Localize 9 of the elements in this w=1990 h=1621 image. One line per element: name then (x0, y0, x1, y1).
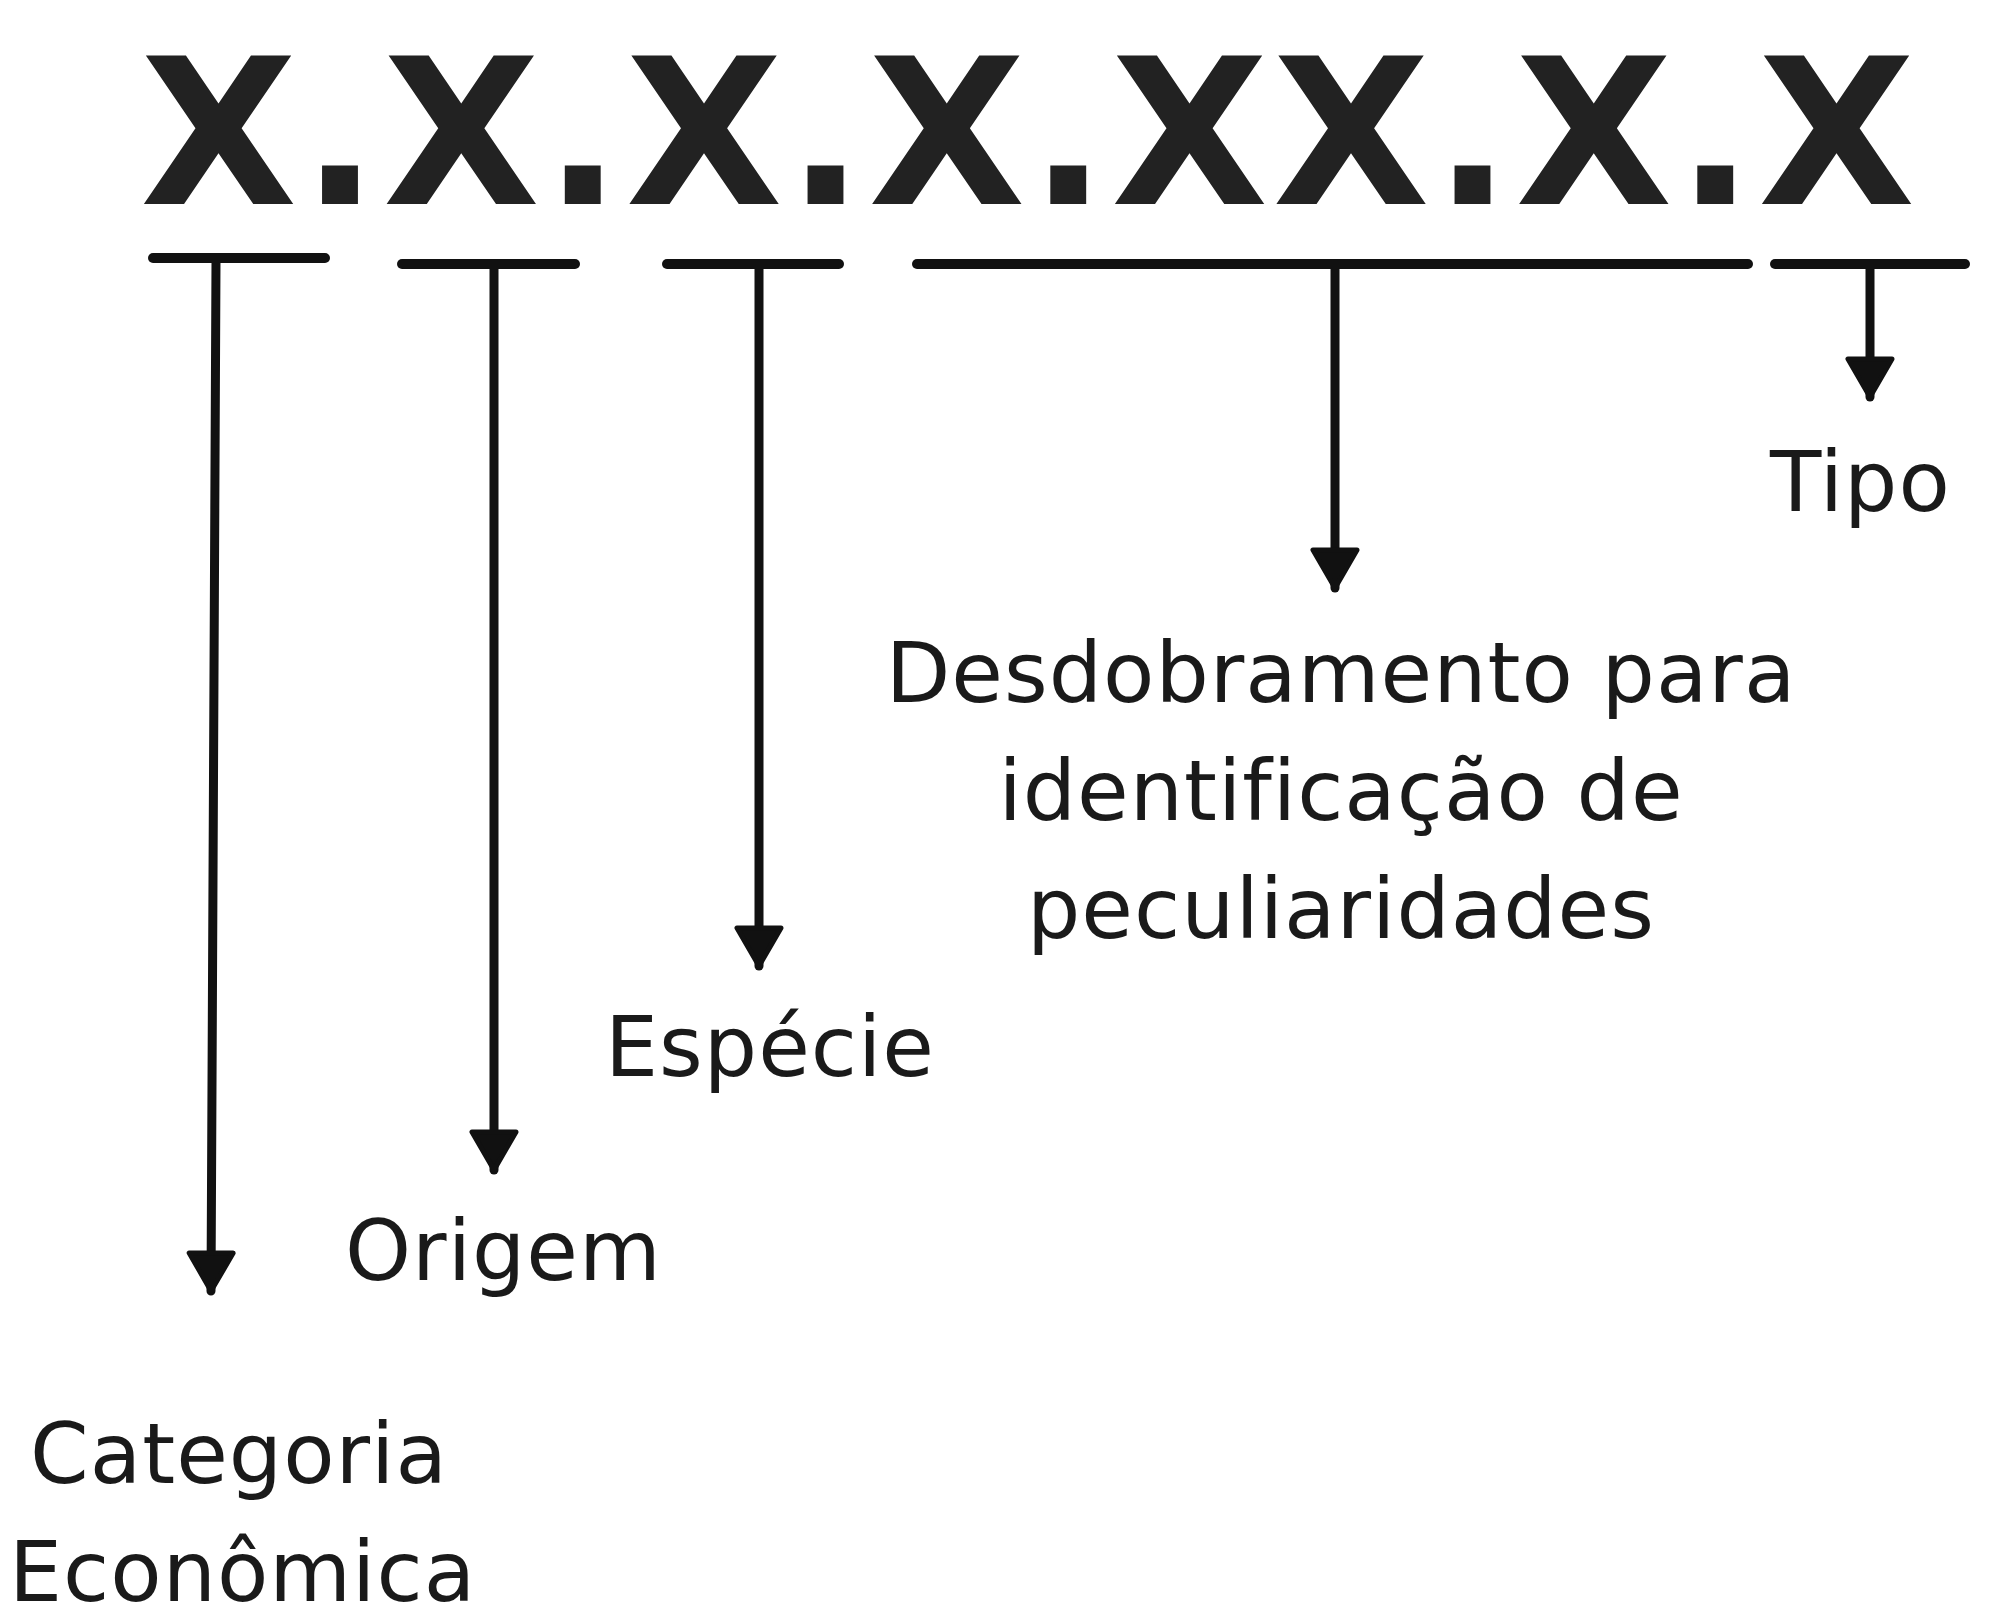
category-label: Desdobramento para identificação de peculiaridades (871, 588, 1811, 968)
segment-bracket (662, 259, 844, 269)
segment-bracket (1770, 259, 1970, 269)
segment-bracket (912, 259, 1753, 269)
segment-bracket (397, 259, 580, 269)
code-pattern: X.X.X.X.XX.X.X (140, 14, 1920, 254)
category-label: Espécie (605, 966, 945, 1106)
category-label: Tipo (1770, 397, 1970, 541)
segment-bracket (148, 253, 330, 263)
